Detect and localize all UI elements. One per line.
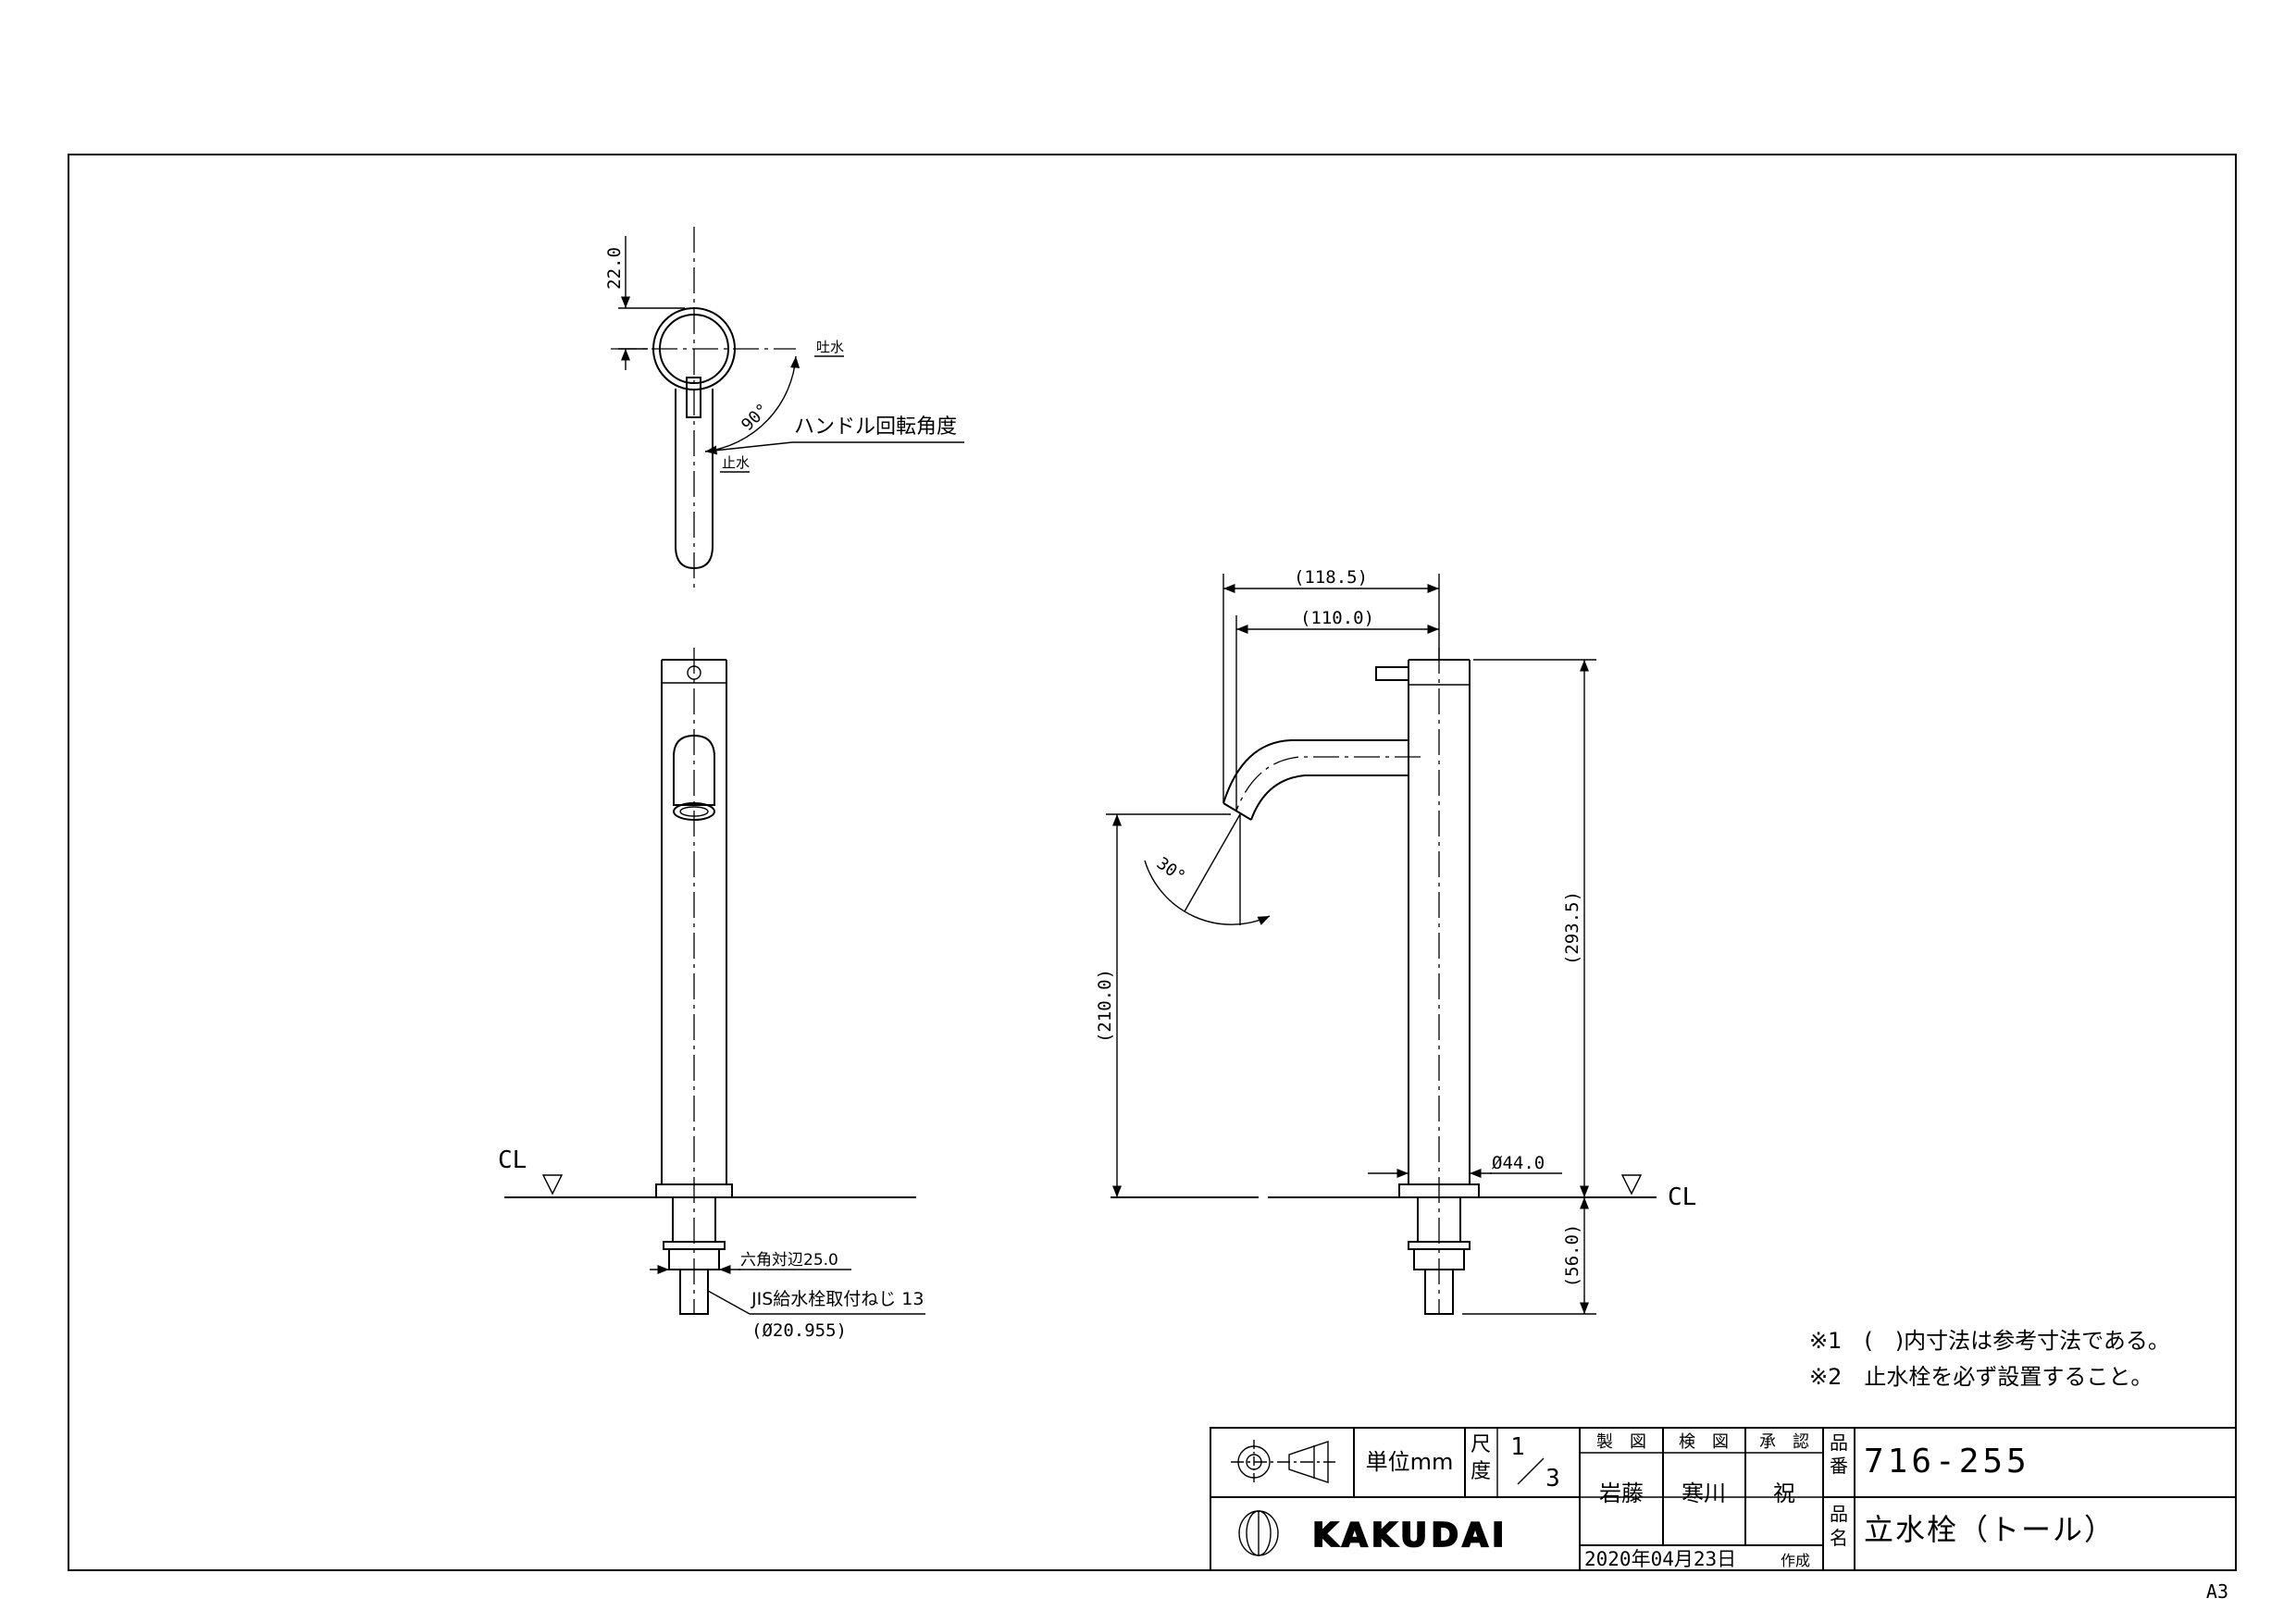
- checked-label: 検 図: [1679, 1432, 1729, 1452]
- front-view: CL 六角対辺25.0 JIS給水栓取付ねじ 13 (Ø20.955): [498, 648, 925, 1341]
- top-view-outer-circle: [652, 307, 736, 390]
- dim-44-label: Ø44.0: [1492, 1153, 1545, 1173]
- hex-size-note: 六角対辺25.0: [740, 1251, 838, 1270]
- dim-22-label: 22.0: [604, 247, 625, 290]
- scale-label-top: 尺: [1471, 1433, 1491, 1456]
- front-handle-pin: [687, 665, 701, 680]
- dim-110-label: (110.0): [1300, 608, 1374, 628]
- scale-fraction-slash: [1517, 1457, 1545, 1485]
- note-2: ※2 止水栓を必ず設置すること。: [1809, 1364, 2153, 1390]
- part-name: 立水栓（トール）: [1864, 1512, 2116, 1547]
- note-1: ※1 ( )内寸法は参考寸法である。: [1809, 1328, 2170, 1354]
- drawn-label: 製 図: [1596, 1432, 1646, 1452]
- drawing-date-suffix: 作成: [1781, 1552, 1810, 1569]
- front-cl-label: CL: [498, 1146, 527, 1174]
- dim-56-label: (56.0): [1562, 1224, 1582, 1288]
- side-handle-stub: [1375, 666, 1409, 681]
- part-name-label-top: 品: [1830, 1503, 1848, 1525]
- side-view: 30° CL (118.5) (110.0) (210.0) (293.5) Ø…: [1095, 567, 1696, 1315]
- scale-denominator: 3: [1545, 1465, 1560, 1493]
- front-handle-slot: [673, 734, 715, 806]
- top-view-inner-circle: [659, 314, 729, 384]
- dim-118-label: (118.5): [1294, 567, 1368, 588]
- scale-numerator: 1: [1510, 1433, 1525, 1461]
- dim-293-label: (293.5): [1562, 891, 1582, 965]
- front-cl-triangle: [541, 1174, 564, 1196]
- front-spout-outlet: [673, 802, 715, 821]
- side-cl-triangle: [1620, 1174, 1643, 1196]
- top-view-handle-stem: [686, 377, 701, 418]
- handle-note-leader: [704, 441, 793, 452]
- part-no-label-bottom: 番: [1830, 1455, 1848, 1477]
- top-view: 22.0 吐水 止水 90° ハンドル回転角度: [604, 227, 964, 589]
- side-spout-centerline: [1235, 756, 1421, 812]
- spout-angle-inclined-ref: [1184, 813, 1241, 912]
- approved-by: 祝: [1773, 1481, 1795, 1506]
- unit-label: 単位mm: [1366, 1449, 1454, 1475]
- part-number: 716-255: [1864, 1443, 2030, 1481]
- checked-by: 寒川: [1682, 1481, 1726, 1506]
- rotation-angle-arc: [704, 355, 800, 455]
- paper-size-label: A3: [2206, 1580, 2228, 1603]
- spout-angle-label: 30°: [1153, 854, 1189, 887]
- part-name-label-bottom: 名: [1830, 1527, 1848, 1549]
- drawing-border: [68, 154, 2237, 1571]
- side-thread: [1424, 1269, 1454, 1315]
- drawn-by: 岩藤: [1599, 1481, 1644, 1506]
- front-thread: [679, 1269, 709, 1315]
- front-spout-aerator: [679, 806, 709, 817]
- drawing-date: 2020年04月23日: [1584, 1548, 1736, 1570]
- dim-210-label: (210.0): [1095, 969, 1115, 1043]
- brand-name: KAKUDAI: [1312, 1517, 1508, 1555]
- top-view-handle-lever: [675, 389, 714, 570]
- projection-symbol-icon: [1231, 1440, 1335, 1484]
- stop-label: 止水: [722, 454, 750, 471]
- side-spout-top: [1222, 739, 1409, 804]
- scale-label-bottom: 度: [1471, 1460, 1491, 1483]
- spout-angle-arc: [1144, 860, 1271, 925]
- thread-note: JIS給水栓取付ねじ 13: [751, 1289, 924, 1309]
- approved-label: 承 認: [1759, 1432, 1809, 1452]
- kakudai-logo-icon: [1238, 1510, 1279, 1556]
- outlet-label: 吐水: [816, 339, 844, 355]
- title-block: 単位mm 尺 度 1 3 製 図 検 図 承 認 岩藤 寒川 祝 品 番 716…: [1210, 1427, 2237, 1571]
- side-spout-tip: [1222, 802, 1252, 821]
- rotation-angle-label: 90°: [738, 400, 773, 435]
- part-no-label-top: 品: [1830, 1431, 1848, 1454]
- thread-dia-note: (Ø20.955): [751, 1320, 847, 1341]
- side-cl-label: CL: [1668, 1183, 1696, 1211]
- thread-note-leader: [707, 1290, 751, 1315]
- side-spout-bottom: [1250, 774, 1409, 821]
- title-block-frame: [1210, 1427, 2237, 1571]
- handle-rotation-note: ハンドル回転角度: [794, 415, 957, 439]
